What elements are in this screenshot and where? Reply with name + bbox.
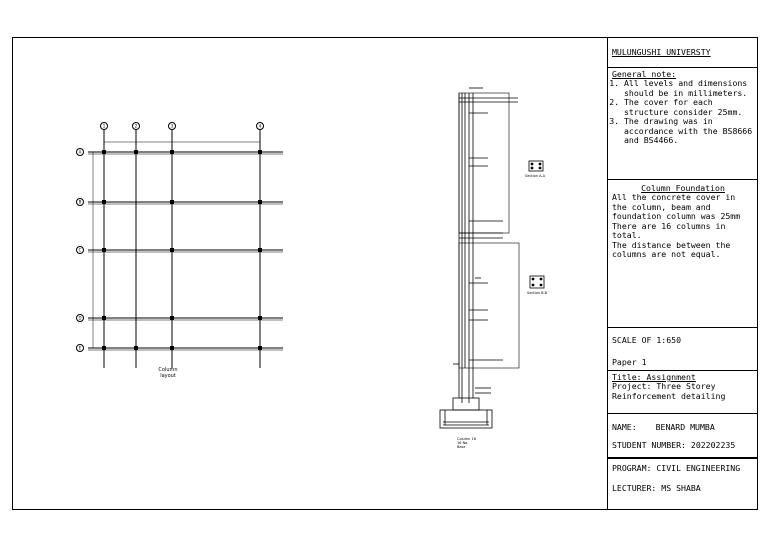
- student-number-label: STUDENT NUMBER:: [612, 440, 686, 451]
- title-cell: Title: Assignment Project: Three Storey …: [608, 371, 758, 414]
- grid-label-left-b: B: [79, 200, 82, 205]
- grid-label-top-4: 4: [259, 124, 262, 129]
- student-number-row: STUDENT NUMBER: 202202235: [612, 441, 754, 450]
- grid-label-left-d: D: [78, 316, 81, 321]
- column-foundation-heading: Column Foundation: [641, 183, 725, 193]
- grid-label-top-3: 3: [171, 124, 174, 129]
- grid-label-left-e: E: [79, 346, 82, 351]
- note-item: All levels and dimensions should be in m…: [624, 79, 754, 98]
- name-row: NAME: BENARD MUMBA: [612, 422, 754, 432]
- reinforcement-section: [439, 87, 520, 429]
- scale-text: SCALE OF 1:650: [612, 335, 682, 345]
- program-text: PROGRAM: CIVIL ENGINEERING: [612, 463, 741, 473]
- drawing-sheet: 1 2 3 4 A B C D E Column layout: [12, 37, 758, 510]
- scale-cell: SCALE OF 1:650: [608, 328, 758, 371]
- label-section-b: Section B-B: [527, 291, 548, 295]
- name-label: NAME:: [612, 422, 637, 432]
- program-cell: PROGRAM: CIVIL ENGINEERING LECTURER: MS …: [608, 458, 758, 509]
- label-section-a: Section A-A: [525, 174, 546, 178]
- project-line-1: Project: Three Storey: [612, 381, 716, 392]
- note-item: The drawing was in accordance with the B…: [624, 116, 754, 145]
- assignment-title: Title: Assignment: [612, 372, 696, 382]
- project-line-2: Reinforcement detailing: [612, 390, 726, 401]
- label-column-tag: Column 16: [457, 437, 476, 441]
- column-foundation-text-1: All the concrete cover in the column, be…: [612, 192, 741, 222]
- university-cell: MULUNGUSHI UNIVERSTY: [608, 38, 758, 68]
- note-item: The cover for each structure consider 25…: [624, 98, 754, 117]
- student-number-value: 202202235: [690, 440, 736, 451]
- title-block: MULUNGUSHI UNIVERSTY General note: All l…: [607, 38, 758, 509]
- grid-label-top-2: 2: [135, 124, 138, 129]
- label-column-size: 16 No.: [457, 441, 468, 445]
- student-cell: NAME: BENARD MUMBA STUDENT NUMBER: 20220…: [608, 414, 758, 458]
- column-layout-plan: [76, 122, 283, 368]
- column-foundation-cell: Column Foundation All the concrete cover…: [608, 180, 758, 328]
- general-notes-list: All levels and dimensions should be in m…: [612, 79, 754, 145]
- paper-cell: Paper 1: [608, 353, 758, 371]
- paper-text: Paper 1: [612, 357, 647, 367]
- layout-caption-line1: Column: [158, 367, 177, 373]
- university-name: MULUNGUSHI UNIVERSTY: [612, 47, 711, 57]
- cross-section-a: [528, 160, 544, 172]
- label-base: Base: [457, 445, 466, 449]
- grid-label-left-c: C: [79, 248, 82, 253]
- grid-labels: 1 2 3 4 A B C D E: [78, 124, 261, 351]
- cross-section-b: [529, 275, 545, 289]
- grid-label-left-a: A: [79, 150, 82, 155]
- general-note-heading: General note:: [612, 69, 677, 79]
- grid-label-top-1: 1: [103, 124, 106, 129]
- layout-caption-line2: layout: [160, 373, 176, 379]
- drawing-area: 1 2 3 4 A B C D E Column layout: [76, 87, 548, 449]
- lecturer-text: LECTURER: MS SHABA: [612, 483, 701, 494]
- general-notes-cell: General note: All levels and dimensions …: [608, 68, 758, 180]
- name-value: BENARD MUMBA: [655, 422, 715, 432]
- column-foundation-text-2: There are 16 columns in total.: [612, 220, 726, 241]
- column-foundation-text-3: The distance between the columns are not…: [612, 239, 731, 259]
